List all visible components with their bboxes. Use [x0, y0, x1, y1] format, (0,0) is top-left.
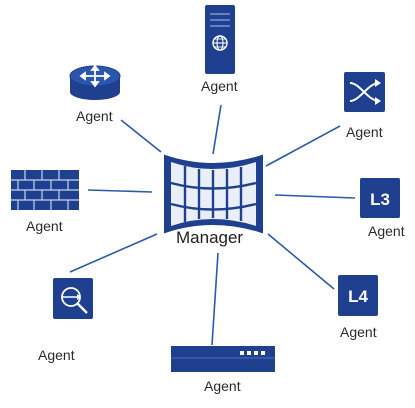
connector-lines: [69, 104, 356, 346]
connector-server: [212, 104, 222, 155]
connector-l3: [274, 194, 356, 199]
switch-arrows-icon: [344, 72, 385, 112]
rack-appliance-icon: [171, 346, 275, 372]
agent-label-router: Agent: [76, 108, 113, 124]
manager-label: Manager: [176, 228, 244, 247]
l3-switch-icon: L3: [360, 178, 400, 218]
agent-label-firewall: Agent: [26, 218, 63, 234]
agent-label-server: Agent: [201, 78, 238, 94]
connector-inspector: [69, 233, 158, 273]
connector-switch: [265, 125, 341, 167]
agent-label-l3: Agent: [368, 223, 405, 239]
server-globe-icon: [205, 5, 235, 74]
l4-badge: L4: [348, 287, 368, 306]
agent-label-appliance: Agent: [204, 378, 241, 394]
magnifier-icon: [53, 278, 93, 319]
l4-switch-icon: L4: [338, 275, 378, 316]
router-icon: [69, 64, 121, 100]
agent-label-switch: Agent: [346, 124, 383, 140]
connector-firewall: [87, 189, 153, 193]
agent-label-l4: Agent: [340, 324, 377, 340]
connector-l4: [267, 233, 335, 290]
manager-video-wall-icon: [164, 154, 263, 234]
firewall-brick-icon: [11, 170, 79, 210]
agent-label-inspector: Agent: [38, 347, 75, 363]
l3-badge: L3: [370, 190, 390, 209]
connector-appliance: [211, 252, 219, 346]
connector-router: [120, 119, 162, 153]
